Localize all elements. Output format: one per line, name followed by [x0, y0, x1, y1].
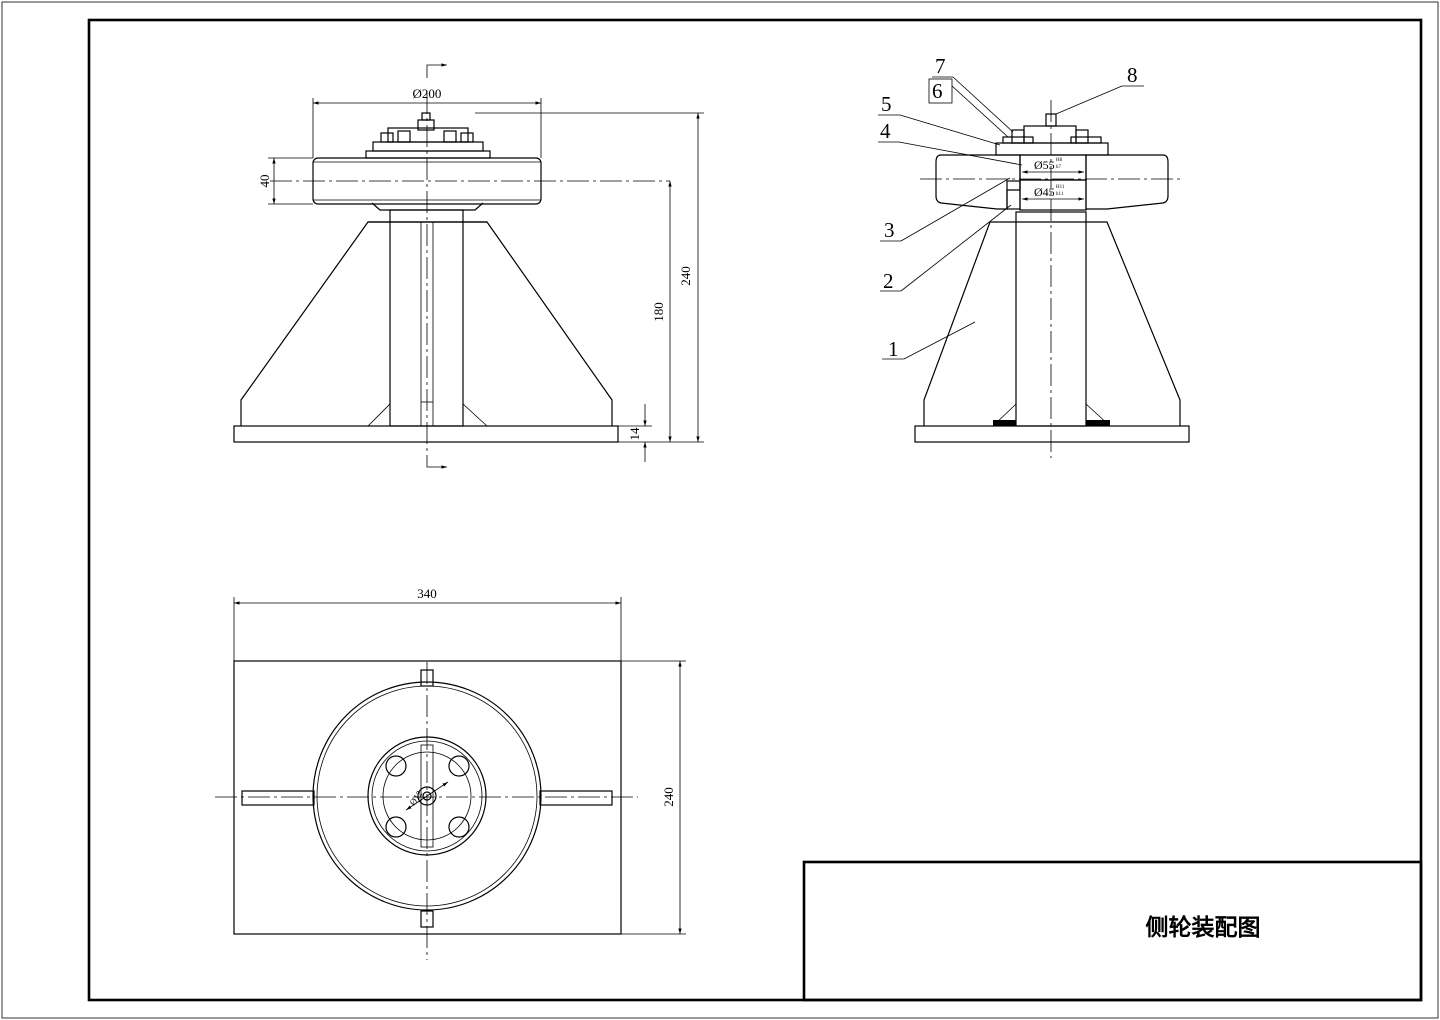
part-labels: 7 6 8 5 4 3 2 1: [878, 54, 1144, 361]
front-view: [233, 63, 670, 469]
title-block: 侧轮装配图: [802, 860, 1423, 1002]
part-label-1: 1: [888, 337, 899, 361]
fit-lower-shaft: h11: [1056, 192, 1064, 197]
part-label-8: 8: [1127, 63, 1138, 87]
part-label-5: 5: [881, 92, 892, 116]
part-label-7: 7: [935, 54, 946, 78]
dim-bore-upper: Ø55: [1034, 158, 1055, 172]
part-label-2: 2: [883, 269, 894, 293]
section-view: [914, 100, 1190, 458]
fit-lower-hole: H11: [1056, 185, 1065, 190]
part-label-6: 6: [932, 79, 943, 103]
dim-base-width: 240: [661, 787, 676, 807]
dim-bore-lower: Ø45: [1034, 185, 1055, 199]
dim-height-240: 240: [678, 266, 693, 286]
dim-base-thickness: 14: [627, 427, 642, 441]
section-view-dimensions: Ø55 H8 h7 Ø45 H11 h11: [1021, 158, 1084, 201]
dim-shaft: Ø12: [407, 789, 424, 807]
part-label-4: 4: [880, 119, 891, 143]
fit-upper-shaft: h7: [1056, 165, 1062, 170]
drawing-title: 侧轮装配图: [1146, 914, 1261, 941]
dim-wheel-diameter: Ø200: [413, 86, 442, 101]
front-view-dimensions: Ø200 40 180 240 14: [257, 86, 704, 462]
fit-upper-hole: H8: [1056, 158, 1063, 163]
dim-base-length: 340: [417, 586, 437, 601]
dim-height-180: 180: [651, 302, 666, 322]
dim-wheel-width: 40: [257, 175, 272, 188]
part-label-3: 3: [884, 218, 895, 242]
top-view: Ø12: [215, 660, 638, 960]
top-view-dimensions: 340 240: [233, 586, 686, 935]
